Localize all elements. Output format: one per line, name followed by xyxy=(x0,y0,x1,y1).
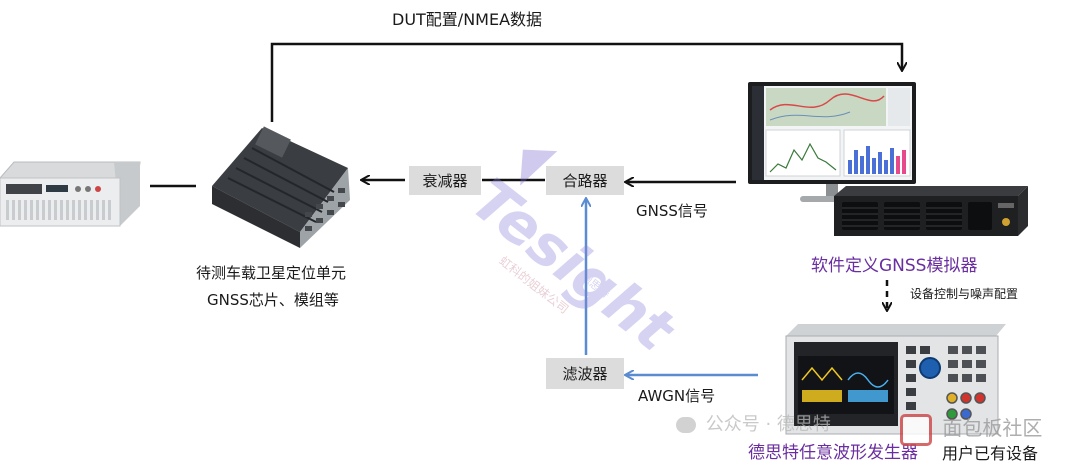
awgn-signal-label: AWGN信号 xyxy=(638,387,716,405)
top-feedback-arrow xyxy=(270,42,902,122)
site-watermark: 面包板社区 xyxy=(900,412,1042,446)
control-noise-label: 设备控制与噪声配置 xyxy=(910,287,1019,301)
watermark-brand: Tesight xyxy=(459,165,689,366)
gnss-signal-label: GNSS信号 xyxy=(636,202,708,220)
attenuator-box: 衰减器 xyxy=(409,166,481,195)
site-watermark-text: 面包板社区 xyxy=(942,416,1043,440)
dut-label-line2: GNSS芯片、模组等 xyxy=(207,291,339,309)
simulator-label: 软件定义GNSS模拟器 xyxy=(811,256,978,276)
wechat-icon xyxy=(676,417,696,433)
site-logo-icon xyxy=(900,413,932,446)
user-device-label: 用户已有设备 xyxy=(942,444,1039,463)
wechat-watermark: 公众号 · 德思特 xyxy=(676,410,831,436)
filter-box: 滤波器 xyxy=(546,358,624,389)
wechat-watermark-text: 公众号 · 德思特 xyxy=(705,414,831,435)
awg-label: 德思特任意波形发生器 xyxy=(748,443,918,463)
dut-label-line1: 待测车载卫星定位单元 xyxy=(196,264,347,282)
combiner-box: 合路器 xyxy=(546,166,624,195)
top-arrow-label: DUT配置/NMEA数据 xyxy=(392,10,543,29)
